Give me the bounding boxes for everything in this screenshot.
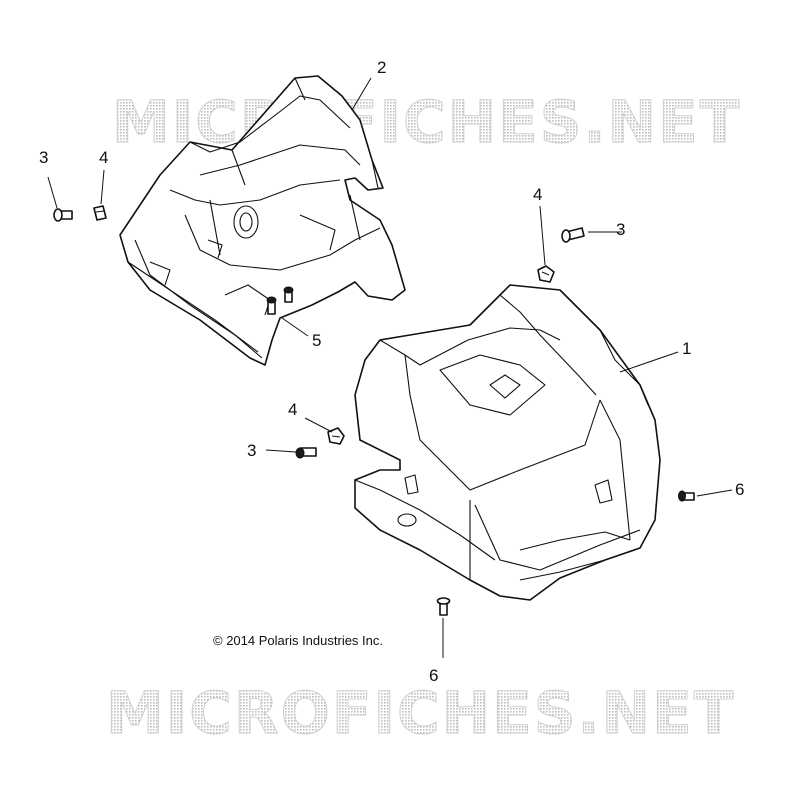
- callout-screw-left: 3: [39, 148, 48, 167]
- upper-cover-part: [119, 75, 406, 366]
- screw-center: [295, 447, 317, 459]
- callout-screws-pair: 5: [312, 331, 321, 350]
- copyright-notice: © 2014 Polaris Industries Inc.: [213, 633, 383, 648]
- watermark-bottom: MICROFICHES.NET: [106, 679, 735, 747]
- callout-clip-right: 4: [533, 185, 542, 204]
- lower-cover-part: [354, 284, 661, 601]
- screws-pair: [266, 286, 294, 315]
- screw-left: [53, 208, 73, 222]
- callout-screw-right: 3: [616, 220, 625, 239]
- screw-right: [561, 227, 585, 243]
- callout-fastener-right: 6: [735, 480, 744, 499]
- fastener-right: [678, 490, 695, 502]
- leader-lines: [47, 77, 733, 658]
- fastener-bottom: [436, 597, 451, 616]
- clip-left: [93, 205, 107, 221]
- callout-lower-cover: 1: [682, 339, 691, 358]
- callout-fastener-bottom: 6: [429, 666, 438, 685]
- callout-clip-center: 4: [288, 400, 297, 419]
- clip-center: [327, 427, 345, 445]
- callout-upper-cover: 2: [377, 58, 386, 77]
- callout-clip-left: 4: [99, 148, 108, 167]
- clip-right: [537, 265, 555, 283]
- callout-screw-center: 3: [247, 441, 256, 460]
- watermark-top: MICROFICHES.NET: [112, 88, 741, 156]
